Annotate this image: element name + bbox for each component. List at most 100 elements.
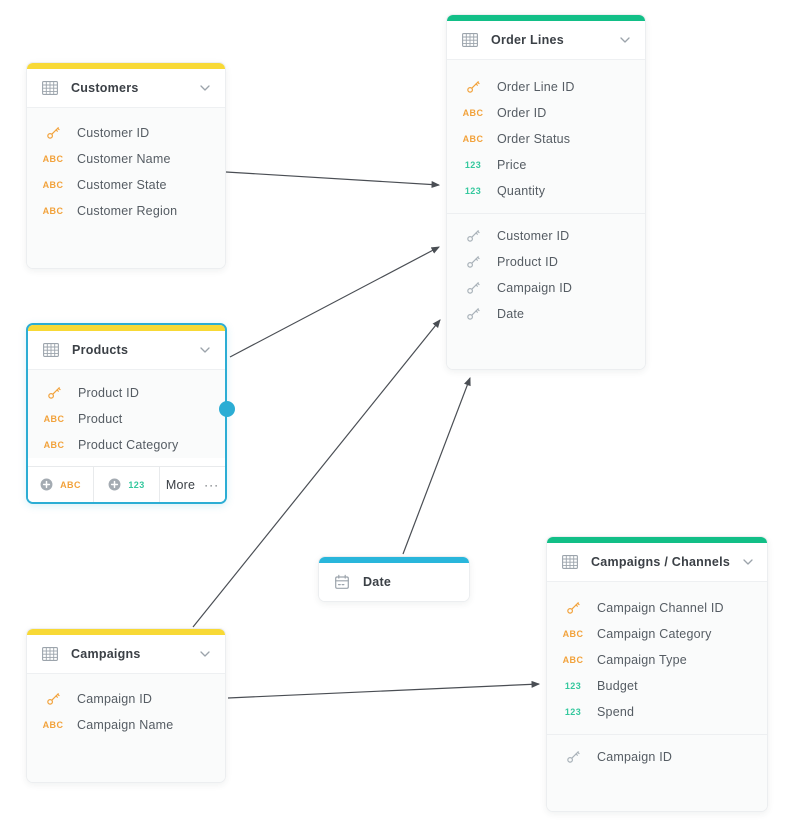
- field-row[interactable]: ABC Customer State: [27, 172, 225, 198]
- field-label: Budget: [597, 679, 638, 693]
- foreign-key-icon: [562, 750, 584, 764]
- chevron-down-icon[interactable]: [743, 559, 753, 565]
- key-icon: [42, 126, 64, 140]
- field-row[interactable]: Order Line ID: [447, 74, 645, 100]
- field-label: Product ID: [497, 255, 559, 269]
- field-row[interactable]: 123 Spend: [547, 699, 767, 725]
- chevron-down-icon[interactable]: [200, 651, 210, 657]
- add-text-column-button[interactable]: ABC: [28, 467, 94, 502]
- more-button[interactable]: More ···: [160, 467, 225, 502]
- field-label: Quantity: [497, 184, 546, 198]
- table-card-date[interactable]: Date: [318, 556, 470, 602]
- key-icon: [43, 386, 65, 400]
- connection-handle[interactable]: [219, 401, 235, 417]
- card-header[interactable]: Order Lines: [447, 21, 645, 60]
- section-divider: [547, 734, 767, 735]
- text-type-icon: ABC: [562, 655, 584, 665]
- field-label: Price: [497, 158, 527, 172]
- text-type-icon: ABC: [462, 108, 484, 118]
- field-label: Spend: [597, 705, 635, 719]
- foreign-key-icon: [462, 307, 484, 321]
- field-label: Campaign Category: [597, 627, 712, 641]
- field-row[interactable]: Product ID: [447, 249, 645, 275]
- field-row[interactable]: ABC Product Category: [28, 432, 225, 458]
- field-label: Customer ID: [497, 229, 570, 243]
- field-label: Campaign Channel ID: [597, 601, 724, 615]
- field-row[interactable]: 123 Budget: [547, 673, 767, 699]
- field-label: Customer Name: [77, 152, 171, 166]
- accent-bar: [547, 537, 767, 543]
- field-label: Customer State: [77, 178, 167, 192]
- text-type-icon: ABC: [462, 134, 484, 144]
- accent-bar: [27, 63, 225, 69]
- table-grid-icon: [42, 647, 58, 661]
- text-type-icon: ABC: [43, 414, 65, 424]
- field-label: Campaign Name: [77, 718, 174, 732]
- field-label: Customer Region: [77, 204, 178, 218]
- field-row[interactable]: Campaign ID: [447, 275, 645, 301]
- field-row[interactable]: 123 Quantity: [447, 178, 645, 204]
- foreign-key-icon: [462, 281, 484, 295]
- key-icon: [562, 601, 584, 615]
- arrow-campaigns-to-order-lines: [192, 319, 441, 628]
- field-row[interactable]: Campaign ID: [547, 744, 767, 770]
- field-row[interactable]: Campaign ID: [27, 686, 225, 712]
- field-row[interactable]: 123 Price: [447, 152, 645, 178]
- text-type-icon: ABC: [562, 629, 584, 639]
- table-title: Date: [363, 575, 392, 589]
- text-type-icon: ABC: [42, 180, 64, 190]
- foreign-key-icon: [462, 229, 484, 243]
- chevron-down-icon[interactable]: [620, 37, 630, 43]
- arrow-customers-to-order-lines: [225, 171, 441, 189]
- table-card-campaigns-channels[interactable]: Campaigns / Channels Campaign Channel ID…: [546, 536, 768, 812]
- add-numeric-column-label: 123: [128, 479, 145, 490]
- chevron-down-icon[interactable]: [200, 85, 210, 91]
- key-icon: [42, 692, 64, 706]
- field-row[interactable]: Customer ID: [447, 223, 645, 249]
- table-card-order-lines[interactable]: Order Lines Order Line ID ABC Order ID A…: [446, 14, 646, 370]
- table-card-products[interactable]: Products Product ID ABC Product ABC Prod…: [26, 323, 227, 504]
- field-row[interactable]: Campaign Channel ID: [547, 595, 767, 621]
- field-row[interactable]: ABC Customer Region: [27, 198, 225, 224]
- table-card-campaigns[interactable]: Campaigns Campaign ID ABC Campaign Name: [26, 628, 226, 783]
- plus-icon: [40, 478, 53, 491]
- field-row[interactable]: Product ID: [28, 380, 225, 406]
- field-row[interactable]: ABC Order Status: [447, 126, 645, 152]
- card-header[interactable]: Customers: [27, 69, 225, 108]
- field-row[interactable]: Date: [447, 301, 645, 327]
- card-header[interactable]: Date: [319, 563, 469, 601]
- field-row[interactable]: ABC Customer Name: [27, 146, 225, 172]
- accent-bar: [447, 15, 645, 21]
- field-row[interactable]: ABC Campaign Name: [27, 712, 225, 738]
- field-label: Product ID: [78, 386, 140, 400]
- field-row[interactable]: ABC Product: [28, 406, 225, 432]
- accent-bar: [28, 325, 225, 331]
- table-grid-icon: [562, 555, 578, 569]
- numeric-type-icon: 123: [564, 681, 582, 691]
- plus-icon: [108, 478, 121, 491]
- field-row[interactable]: ABC Order ID: [447, 100, 645, 126]
- card-header[interactable]: Campaigns: [27, 635, 225, 674]
- add-numeric-column-button[interactable]: 123: [94, 467, 160, 502]
- chevron-down-icon[interactable]: [200, 347, 210, 353]
- field-label: Campaign ID: [497, 281, 573, 295]
- field-row[interactable]: ABC Campaign Type: [547, 647, 767, 673]
- field-label: Product: [78, 412, 123, 426]
- table-title: Campaigns: [71, 647, 141, 661]
- card-footer: ABC 123 More ···: [28, 466, 225, 502]
- add-text-column-label: ABC: [60, 479, 81, 490]
- table-card-customers[interactable]: Customers Customer ID ABC Customer Name …: [26, 62, 226, 269]
- card-header[interactable]: Products: [28, 331, 225, 370]
- numeric-type-icon: 123: [464, 160, 482, 170]
- card-header[interactable]: Campaigns / Channels: [547, 543, 767, 582]
- arrow-date-to-order-lines: [402, 376, 471, 555]
- section-divider: [447, 213, 645, 214]
- field-row[interactable]: ABC Campaign Category: [547, 621, 767, 647]
- field-label: Campaign ID: [597, 750, 673, 764]
- numeric-type-icon: 123: [464, 186, 482, 196]
- field-label: Date: [497, 307, 525, 321]
- field-label: Order Status: [497, 132, 571, 146]
- field-row[interactable]: Customer ID: [27, 120, 225, 146]
